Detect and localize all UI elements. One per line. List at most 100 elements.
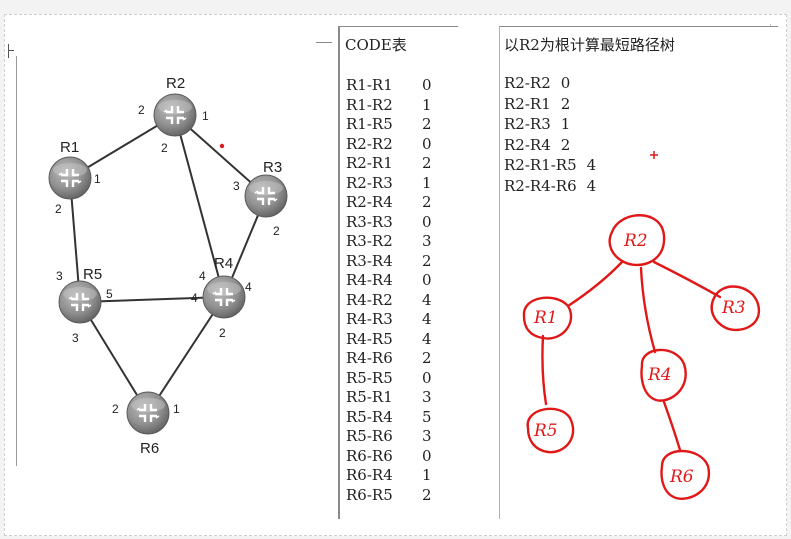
cost-r6-to-r4: 1: [173, 402, 180, 416]
left-guide-line: [16, 56, 17, 466]
route-cost: 1: [422, 466, 432, 484]
route-cost: 0: [422, 368, 432, 387]
code-table-row: R1-R2 1: [346, 96, 456, 116]
cost-r5-to-r1: 3: [56, 269, 63, 283]
route-pair: R5-R5: [346, 368, 393, 387]
code-table-row: R4-R6 2: [346, 349, 456, 369]
cost-r4-to-r3: 4: [245, 280, 252, 294]
link-r5-r6: [79, 301, 149, 414]
route-pair: R6-R4: [346, 466, 393, 484]
tree-edge-r2-r3: [652, 260, 722, 299]
tree-label-r4: R4: [647, 365, 672, 385]
tree-node-r6: [660, 449, 711, 500]
route-pair: R4-R6: [346, 349, 393, 367]
tree-label-r6: R6: [669, 467, 694, 487]
route-cost: 2: [422, 115, 432, 133]
route-pair: R3-R4: [346, 251, 393, 270]
tree-node-r1: [522, 296, 573, 340]
cost-r3-to-r4: 2: [273, 224, 280, 238]
route-pair: R4-R3: [346, 310, 393, 328]
route-cost: 4: [422, 310, 432, 328]
route-pair: R4-R5: [346, 329, 393, 348]
route-pair: R6-R6: [346, 446, 393, 465]
cost-r4-to-r6: 2: [219, 326, 226, 340]
route-cost: 0: [422, 446, 432, 465]
code-table-row: R3-R2 3: [346, 232, 456, 252]
route-pair: R2-R3: [504, 115, 551, 133]
route-cost: 4: [586, 176, 597, 195]
cost-r4-to-r2: 4: [199, 269, 206, 283]
code-table-row: R3-R3 0: [346, 213, 456, 233]
route-cost: 3: [422, 388, 432, 406]
cost-r2-to-r1: 2: [138, 103, 145, 117]
red-dot-mark: [219, 143, 225, 149]
route-cost: 0: [422, 76, 432, 94]
route-cost: 2: [560, 135, 571, 154]
tree-label-r1: R1: [533, 308, 558, 328]
red-plus-mark: [650, 151, 658, 159]
route-pair: R2-R1-R5: [504, 156, 577, 174]
tree-edge-r4-r6: [662, 400, 682, 452]
router-r4-icon: [201, 274, 247, 320]
tree-label-r3: R3: [721, 298, 746, 318]
route-cost: 4: [422, 329, 432, 348]
code-table-row: R2-R1 2: [346, 154, 456, 174]
route-pair: R1-R2: [346, 95, 393, 114]
code-table-row: R5-R5 0: [346, 369, 456, 389]
code-table-row: R4-R4 0: [346, 271, 456, 291]
route-cost: 1: [560, 115, 571, 133]
link-r4-r6: [147, 296, 225, 414]
code-table-row: R1-R5 2: [346, 115, 456, 135]
cost-r1-to-r2: 1: [94, 172, 101, 186]
route-cost: 2: [422, 349, 432, 367]
route-pair: R5-R1: [346, 388, 393, 406]
route-pair: R2-R4-R6: [504, 176, 577, 195]
route-pair: R5-R6: [346, 427, 393, 445]
router-r2-label: R2: [166, 75, 185, 92]
router-r6-label: R6: [140, 440, 159, 457]
code-table-title: CODE表: [345, 36, 407, 54]
code-table-row: R2-R4 2: [346, 193, 456, 213]
mid-panel-tick: [316, 42, 332, 43]
route-pair: R2-R1: [504, 94, 551, 113]
route-cost: 2: [422, 251, 432, 270]
cursor-mark: [8, 44, 9, 58]
route-cost: 0: [422, 212, 432, 231]
cost-r2-to-r4: 2: [161, 141, 168, 155]
spt-title: 以R2为根计算最短路径树: [504, 36, 675, 54]
route-pair: R4-R4: [346, 271, 393, 289]
route-pair: R2-R4: [346, 193, 393, 211]
route-pair: R2-R1: [346, 154, 393, 172]
route-pair: R3-R3: [346, 212, 393, 231]
route-cost: 2: [422, 154, 432, 172]
route-pair: R3-R2: [346, 232, 393, 250]
tree-label-r5: R5: [533, 421, 558, 441]
code-table-row: R3-R4 2: [346, 252, 456, 272]
tree-edge-r1-r5: [541, 334, 548, 406]
cost-r3-to-r2: 3: [233, 179, 240, 193]
route-cost: 3: [422, 232, 432, 250]
tree-node-r3: [710, 285, 761, 332]
cost-r5-to-r6: 3: [72, 331, 79, 345]
route-cost: 4: [586, 156, 597, 174]
route-cost: 2: [422, 193, 432, 211]
route-cost: 1: [422, 95, 432, 114]
route-pair: R1-R1: [346, 76, 393, 94]
cost-r6-to-r5: 2: [112, 402, 119, 416]
tree-label-r2: R2: [623, 231, 648, 251]
route-pair: R1-R5: [346, 115, 393, 133]
router-r1-label: R1: [60, 139, 79, 156]
router-r3-icon: [243, 173, 289, 219]
route-pair: R5-R4: [346, 407, 393, 426]
route-cost: 0: [422, 271, 432, 289]
